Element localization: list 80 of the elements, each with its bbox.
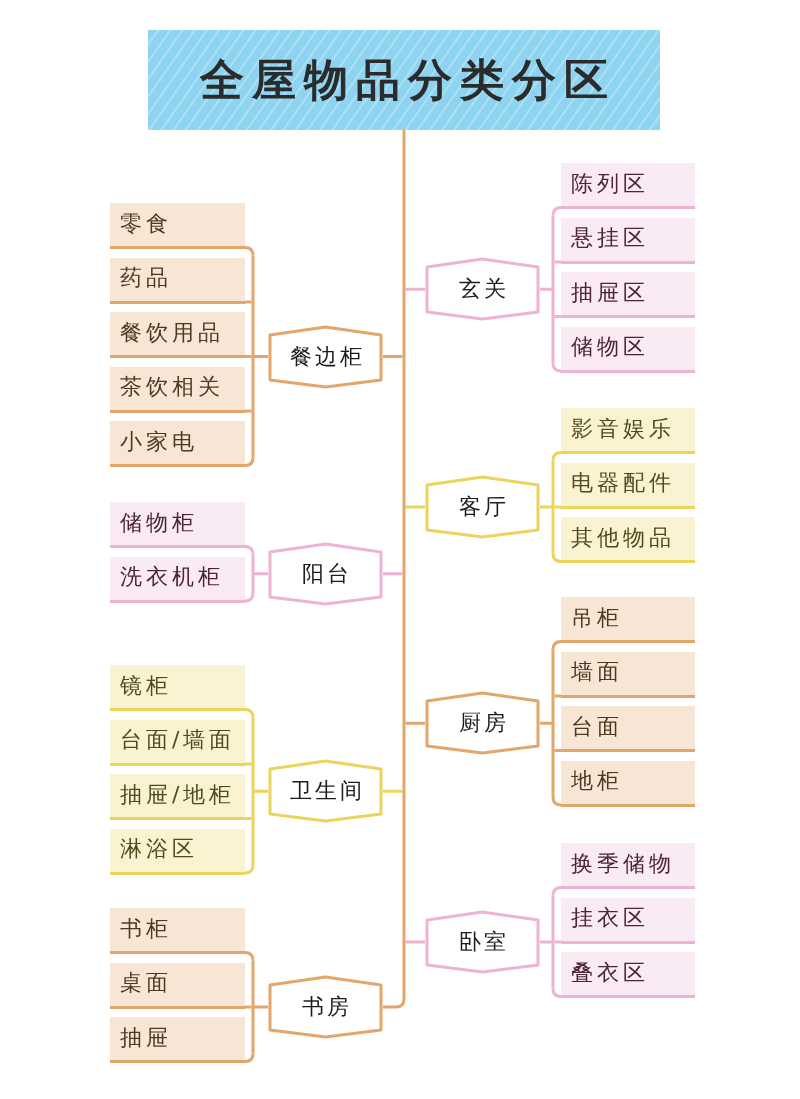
- connector-line: [551, 451, 562, 461]
- subcategory-tag: 淋浴区: [110, 828, 245, 875]
- connector-line: [551, 886, 562, 896]
- connector-line: [551, 988, 562, 998]
- room-label: 厨房: [458, 712, 509, 735]
- connector-line: [554, 315, 561, 318]
- room-label: 客厅: [458, 496, 509, 518]
- connector-line: [244, 708, 255, 718]
- subcategory-tag: 台面/墙面: [110, 719, 245, 766]
- subcategory-tag: 抽屉: [110, 1017, 245, 1063]
- connector-line: [245, 355, 252, 358]
- subcategory-tag: 小家电: [110, 421, 245, 467]
- subcategory-tag: 地柜: [561, 760, 695, 807]
- subcategory-tag: 墙面: [561, 651, 695, 698]
- connector-line: [244, 1053, 255, 1063]
- subcategory-tag: 茶饮相关: [110, 366, 245, 413]
- connector-line: [554, 694, 561, 698]
- connector-line: [405, 287, 425, 291]
- subcategory-tag: 换季储物: [561, 843, 695, 889]
- room-label: 卫生间: [288, 780, 365, 803]
- connector-line: [245, 409, 252, 413]
- subcategory-tag: 洗衣机柜: [110, 556, 245, 603]
- subcategory-tag: 陈列区: [561, 163, 695, 209]
- connector-line: [551, 796, 562, 807]
- subcategory-tag: 抽屉区: [561, 272, 695, 318]
- room-label: 卧室: [458, 931, 509, 953]
- subcategory-tag: 零食: [110, 203, 245, 249]
- connector-line: [245, 762, 252, 766]
- bracket-connector: [251, 254, 270, 459]
- bracket-connector: [538, 214, 555, 365]
- bracket-connector: [251, 959, 270, 1055]
- bracket-connector: [251, 716, 270, 867]
- subcategory-tag: 药品: [110, 257, 245, 304]
- connector-line: [383, 355, 403, 358]
- subcategory-tag: 电器配件: [561, 462, 695, 509]
- connector-line: [244, 592, 255, 603]
- connector-line: [554, 940, 561, 944]
- bracket-connector: [538, 894, 555, 990]
- connector-line: [383, 572, 403, 576]
- subcategory-tag: 储物柜: [110, 502, 245, 548]
- connector-line: [244, 545, 255, 555]
- room-label: 餐边柜: [288, 345, 365, 368]
- bracket-connector: [251, 553, 270, 595]
- subcategory-tag: 叠衣区: [561, 952, 695, 998]
- subcategory-tag: 餐饮用品: [110, 312, 245, 358]
- subcategory-tag: 书柜: [110, 908, 245, 954]
- subcategory-tag: 抽屉/地柜: [110, 774, 245, 820]
- subcategory-tag: 其他物品: [561, 517, 695, 563]
- connector-line: [383, 789, 403, 793]
- connector-line: [551, 362, 562, 373]
- subcategory-tag: 储物区: [561, 326, 695, 373]
- connector-line: [245, 300, 252, 304]
- connector-line: [244, 246, 255, 256]
- subcategory-tag: 台面: [561, 706, 695, 752]
- connector-line: [405, 940, 425, 944]
- subcategory-tag: 挂衣区: [561, 897, 695, 944]
- connector-line: [554, 505, 561, 509]
- subcategory-tag: 影音娱乐: [561, 408, 695, 454]
- connector-line: [245, 817, 252, 820]
- subcategory-tag: 桌面: [110, 962, 245, 1009]
- connector-line: [244, 457, 255, 467]
- connector-line: [245, 1005, 252, 1009]
- room-label: 阳台: [301, 562, 352, 585]
- connector-line: [244, 864, 255, 875]
- bracket-connector: [538, 459, 555, 555]
- connector-line: [554, 749, 561, 752]
- room-label: 玄关: [458, 278, 509, 301]
- room-label: 书房: [301, 996, 352, 1018]
- bracket-connector: [538, 648, 555, 799]
- connector-line: [551, 553, 562, 563]
- subcategory-tag: 镜柜: [110, 665, 245, 711]
- subcategory-tag: 吊柜: [561, 597, 695, 643]
- connector-line: [551, 640, 562, 650]
- connector-line: [244, 951, 255, 961]
- connector-line: [554, 260, 561, 264]
- connector-line: [405, 505, 425, 509]
- subcategory-tag: 悬挂区: [561, 217, 695, 264]
- connector-line: [551, 206, 562, 216]
- connector-line: [405, 721, 425, 725]
- title-banner: 全屋物品分类分区: [148, 30, 660, 130]
